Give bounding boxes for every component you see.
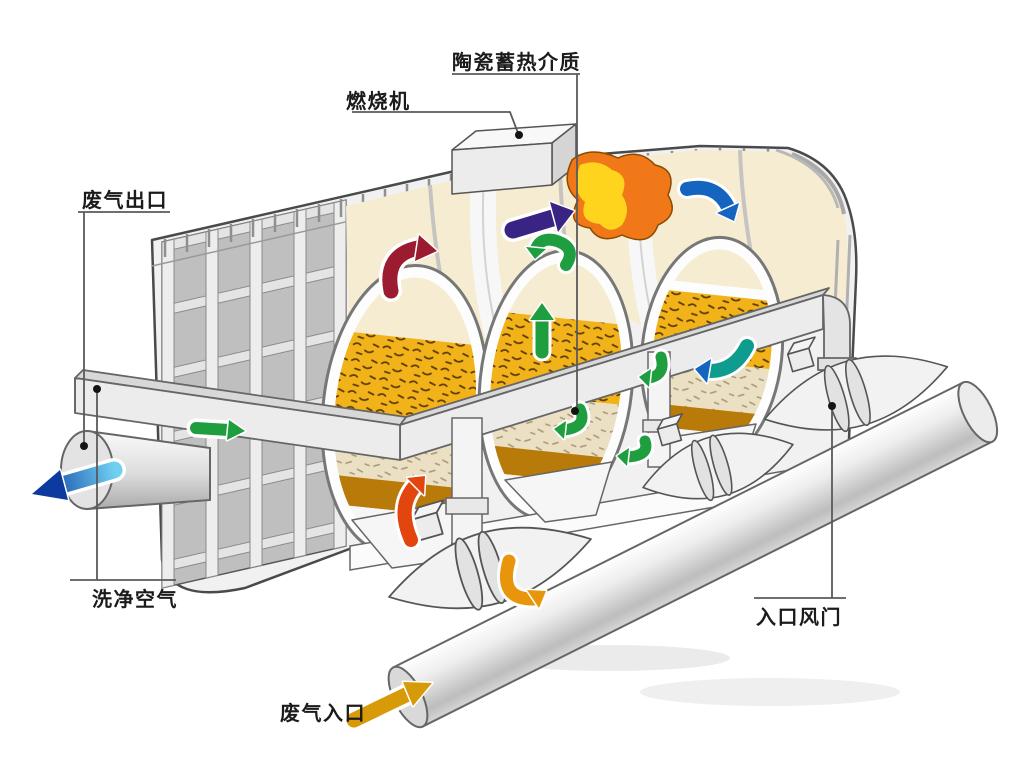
flow-arrow-orange-red-up — [394, 474, 427, 550]
label-burner: 燃烧机 — [346, 89, 411, 113]
flow-arrow-green-up — [528, 301, 556, 362]
flow-arrow-blue-down — [677, 177, 741, 223]
label-inlet-damper: 入口风门 — [756, 605, 842, 629]
damper-valve-2 — [642, 413, 794, 502]
leader-lines — [70, 73, 846, 599]
flow-arrow-purple — [501, 200, 576, 242]
leader-dot-exhaust-outlet — [80, 442, 88, 450]
leader-dot-ceramic-media — [571, 407, 579, 415]
flow-arrow-teal — [693, 336, 757, 385]
flow-arrow-green-curl-top — [524, 230, 579, 274]
flow-arrow-orange-hook — [496, 551, 548, 610]
damper-valve-3 — [763, 336, 949, 433]
burner-box — [451, 123, 577, 195]
label-exhaust-outlet: 废气出口 — [82, 188, 168, 212]
flow-arrow-hot-red — [378, 233, 439, 302]
inlet-manifold-pipe — [387, 380, 999, 729]
flow-arrow-green-curl-mid — [552, 400, 591, 441]
label-ceramic-media: 陶瓷蓄热介质 — [452, 50, 581, 74]
flame — [566, 151, 673, 241]
label-clean-air: 洗净空气 — [92, 587, 178, 611]
flow-arrow-outlet-blue — [30, 458, 126, 502]
flow-arrow-duct-green — [186, 418, 247, 442]
label-exhaust-inlet: 废气入口 — [280, 701, 366, 725]
outlet-duct — [74, 287, 857, 461]
leader-dot-clean-air — [93, 385, 101, 393]
leader-dot-inlet-damper — [828, 402, 836, 410]
flow-arrow-green-curl-right — [637, 348, 671, 389]
flow-arrow-inlet-gold — [343, 680, 434, 731]
leader-dot-burner — [515, 131, 523, 139]
flow-arrow-green-curl-lower — [615, 432, 655, 468]
